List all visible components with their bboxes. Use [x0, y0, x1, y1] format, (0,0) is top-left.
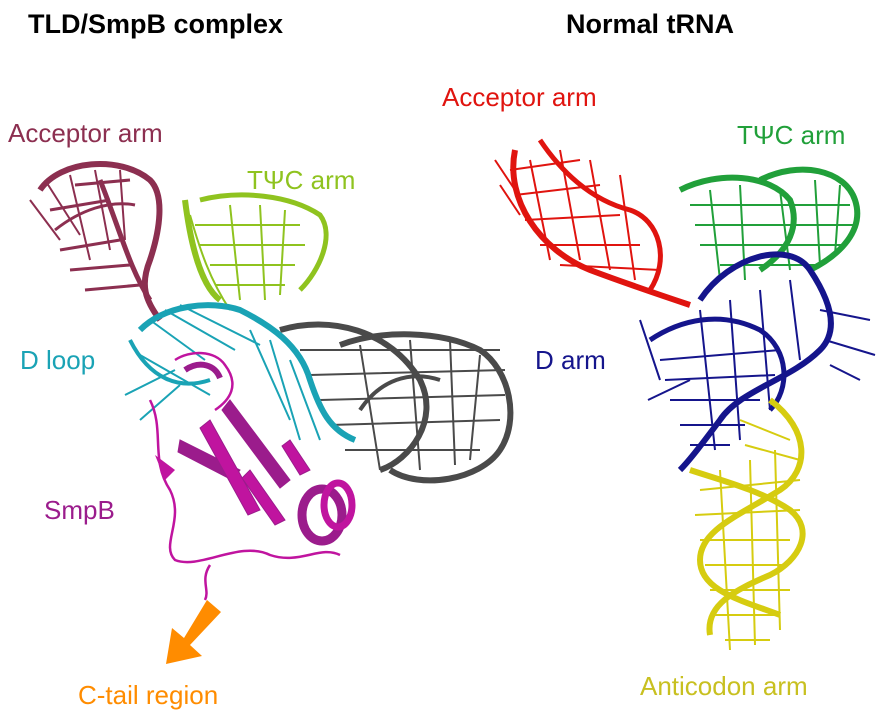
left-acceptor-label: Acceptor arm [8, 118, 163, 148]
left-tpsic-arm-structure [182, 192, 329, 311]
right-tpsic-arm-structure [678, 166, 861, 281]
smpb-label: SmpB [44, 495, 115, 525]
right-darm-label: D arm [535, 345, 606, 375]
right-acceptor-label: Acceptor arm [442, 82, 597, 112]
left-panel-title: TLD/SmpB complex [28, 9, 284, 39]
right-darm-structure [639, 251, 876, 473]
anticodon-label: Anticodon arm [640, 671, 808, 701]
right-tpsic-label: TΨC arm [737, 120, 846, 150]
left-tpsic-label: TΨC arm [247, 165, 356, 195]
left-acceptor-arm-structure [29, 161, 163, 322]
ctail-arrow-icon [166, 600, 221, 664]
left-dloop-structure [124, 302, 357, 443]
right-panel-title: Normal tRNA [566, 9, 735, 39]
left-dloop-label: D loop [20, 345, 96, 375]
smpb-structure [148, 351, 356, 601]
right-acceptor-arm-structure [494, 138, 691, 308]
ctail-label: C-tail region [78, 680, 219, 710]
grey-domain-structure [279, 321, 514, 484]
anticodon-arm-structure [689, 397, 806, 651]
